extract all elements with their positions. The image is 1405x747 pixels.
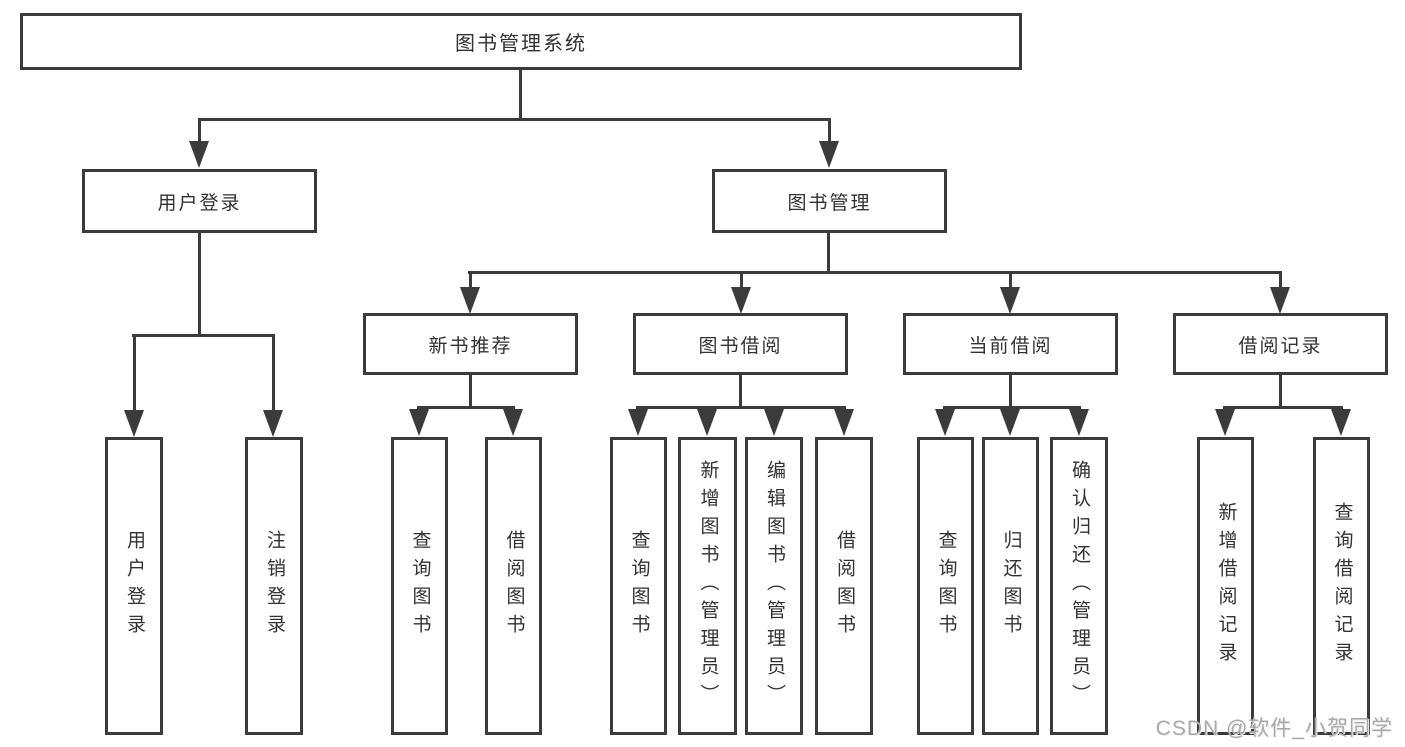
connector-line — [1279, 271, 1282, 291]
node-library-management-system: 图书管理系统 — [20, 13, 1022, 70]
node-book-management: 图书管理 — [712, 169, 947, 233]
node-add-borrow-record: 新增借阅记录 — [1197, 437, 1254, 735]
arrow-down-icon — [1069, 409, 1089, 436]
connector-line — [1009, 271, 1012, 291]
arrow-down-icon — [697, 409, 717, 436]
node-label: 用户登录 — [157, 192, 242, 214]
connector-line — [133, 334, 136, 412]
node-logout: 注销登录 — [245, 437, 303, 735]
arrow-down-icon — [124, 410, 144, 437]
node-label: 图书借阅 — [698, 335, 783, 357]
arrow-down-icon — [935, 409, 955, 436]
node-label: 查询图书 — [628, 530, 650, 642]
node-label: 当前借阅 — [968, 335, 1053, 357]
arrow-down-icon — [628, 409, 648, 436]
arrow-down-icon — [503, 409, 523, 436]
node-borrowing-records: 借阅记录 — [1173, 313, 1388, 375]
connector-line — [468, 271, 1282, 274]
connector-line — [469, 375, 472, 406]
arrow-down-icon — [731, 287, 751, 314]
node-label: 注销登录 — [263, 530, 285, 642]
node-label: 归还图书 — [1000, 530, 1022, 642]
node-user-login-leaf: 用户登录 — [105, 437, 163, 735]
connector-line — [519, 70, 522, 118]
arrow-down-icon — [1215, 409, 1235, 436]
node-label: 图书管理 — [787, 192, 872, 214]
node-query-borrow-record: 查询借阅记录 — [1313, 437, 1370, 735]
arrow-down-icon — [460, 287, 480, 314]
arrow-down-icon — [1000, 409, 1020, 436]
connector-line — [1279, 375, 1282, 406]
node-new-book-recommendation: 新书推荐 — [363, 313, 578, 375]
node-label: 新书推荐 — [428, 335, 513, 357]
arrow-down-icon — [263, 410, 283, 437]
arrow-down-icon — [409, 409, 429, 436]
arrow-down-icon — [819, 141, 839, 168]
connector-line — [417, 406, 515, 409]
node-label: 用户登录 — [123, 530, 145, 642]
connector-line — [198, 118, 831, 121]
arrow-down-icon — [764, 409, 784, 436]
connector-line — [943, 406, 1081, 409]
arrow-down-icon — [1270, 287, 1290, 314]
node-edit-book-admin: 编辑图书（管理员） — [745, 437, 803, 735]
node-user-login: 用户登录 — [82, 169, 317, 233]
node-label: 借阅图书 — [503, 530, 525, 642]
node-label: 编辑图书（管理员） — [763, 460, 785, 712]
node-label: 借阅记录 — [1238, 335, 1323, 357]
node-query-books-current: 查询图书 — [917, 437, 974, 735]
node-label: 借阅图书 — [833, 530, 855, 642]
node-book-borrowing: 图书借阅 — [633, 313, 848, 375]
connector-line — [132, 334, 274, 337]
connector-line — [828, 118, 831, 145]
connector-line — [198, 233, 201, 334]
node-label: 查询借阅记录 — [1331, 502, 1353, 670]
node-query-books-recommend: 查询图书 — [391, 437, 448, 735]
arrow-down-icon — [1000, 287, 1020, 314]
node-return-book: 归还图书 — [982, 437, 1039, 735]
node-label: 确认归还（管理员） — [1068, 460, 1090, 712]
node-current-borrowing: 当前借阅 — [903, 313, 1118, 375]
connector-line — [469, 271, 472, 291]
csdn-watermark: CSDN @软件_小贺同学 — [1155, 717, 1393, 740]
connector-line — [740, 271, 743, 291]
connector-line — [827, 233, 830, 271]
node-label: 查询图书 — [409, 530, 431, 642]
node-confirm-return-admin: 确认归还（管理员） — [1050, 437, 1108, 735]
node-label: 查询图书 — [935, 530, 957, 642]
node-query-books-borrowing: 查询图书 — [610, 437, 667, 735]
connector-line — [636, 406, 846, 409]
node-label: 新增借阅记录 — [1215, 502, 1237, 670]
node-borrow-books-borrowing: 借阅图书 — [815, 437, 873, 735]
node-add-book-admin: 新增图书（管理员） — [678, 437, 737, 735]
node-borrow-books-recommend: 借阅图书 — [485, 437, 542, 735]
connector-line — [198, 118, 201, 145]
connector-line — [1223, 406, 1343, 409]
arrow-down-icon — [834, 409, 854, 436]
arrow-down-icon — [189, 141, 209, 168]
connector-line — [1009, 375, 1012, 406]
connector-line — [739, 375, 742, 406]
node-label: 图书管理系统 — [455, 33, 587, 55]
node-label: 新增图书（管理员） — [697, 460, 719, 712]
connector-line — [272, 334, 275, 412]
arrow-down-icon — [1331, 409, 1351, 436]
